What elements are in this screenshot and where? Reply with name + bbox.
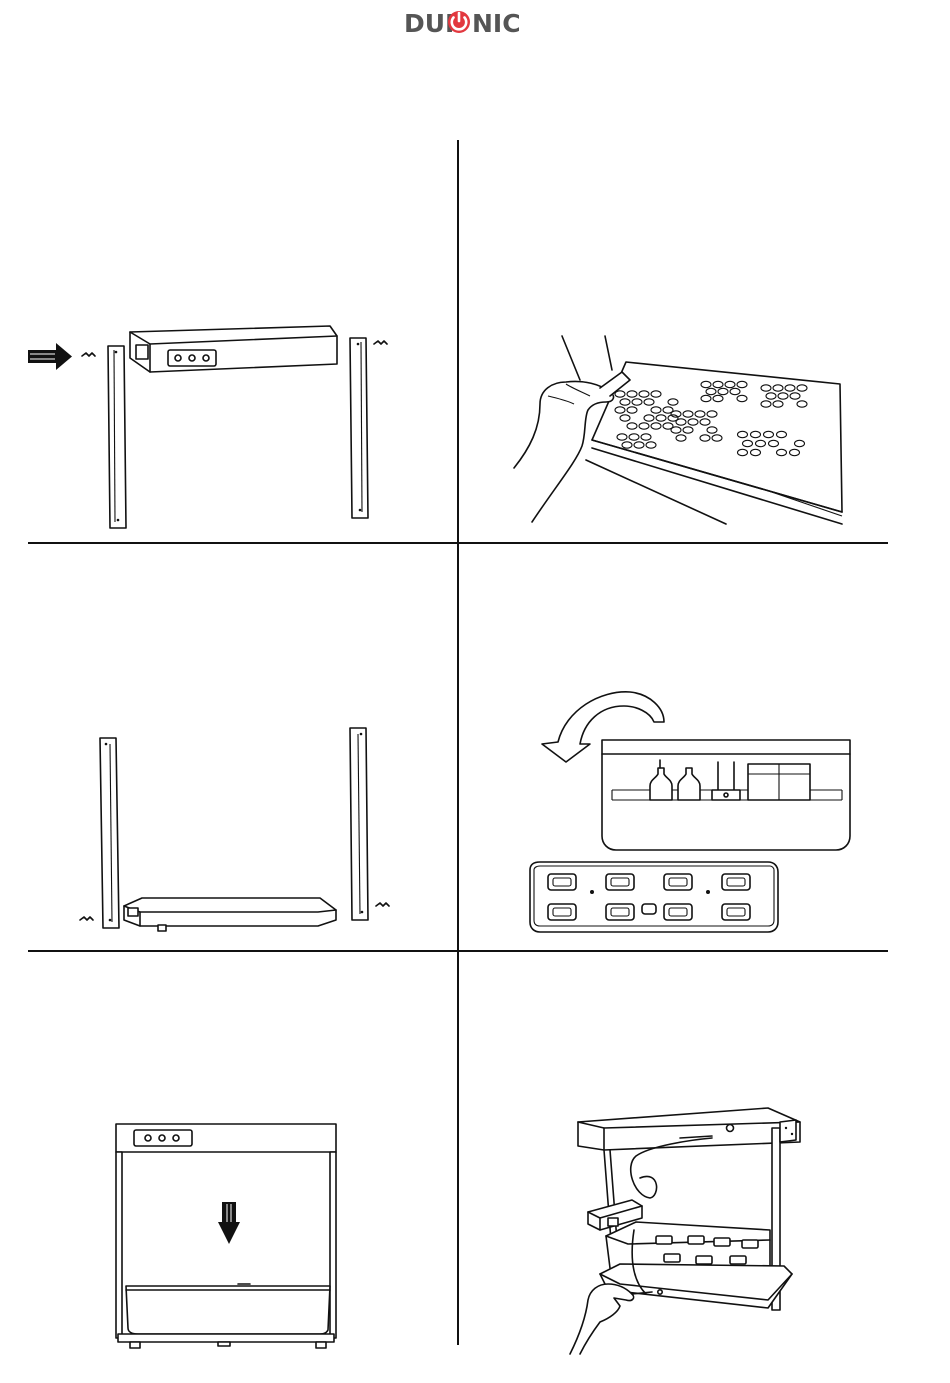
- plant-pod-slot: [742, 1240, 758, 1248]
- plant-pod-slot: [730, 1256, 746, 1264]
- plant-pod-slot: [656, 1236, 672, 1244]
- plant-pod-slot: [688, 1236, 704, 1244]
- plant-pod-slot: [696, 1256, 712, 1264]
- plant-pod-slot: [664, 1254, 680, 1262]
- plant-pod-slot: [714, 1238, 730, 1246]
